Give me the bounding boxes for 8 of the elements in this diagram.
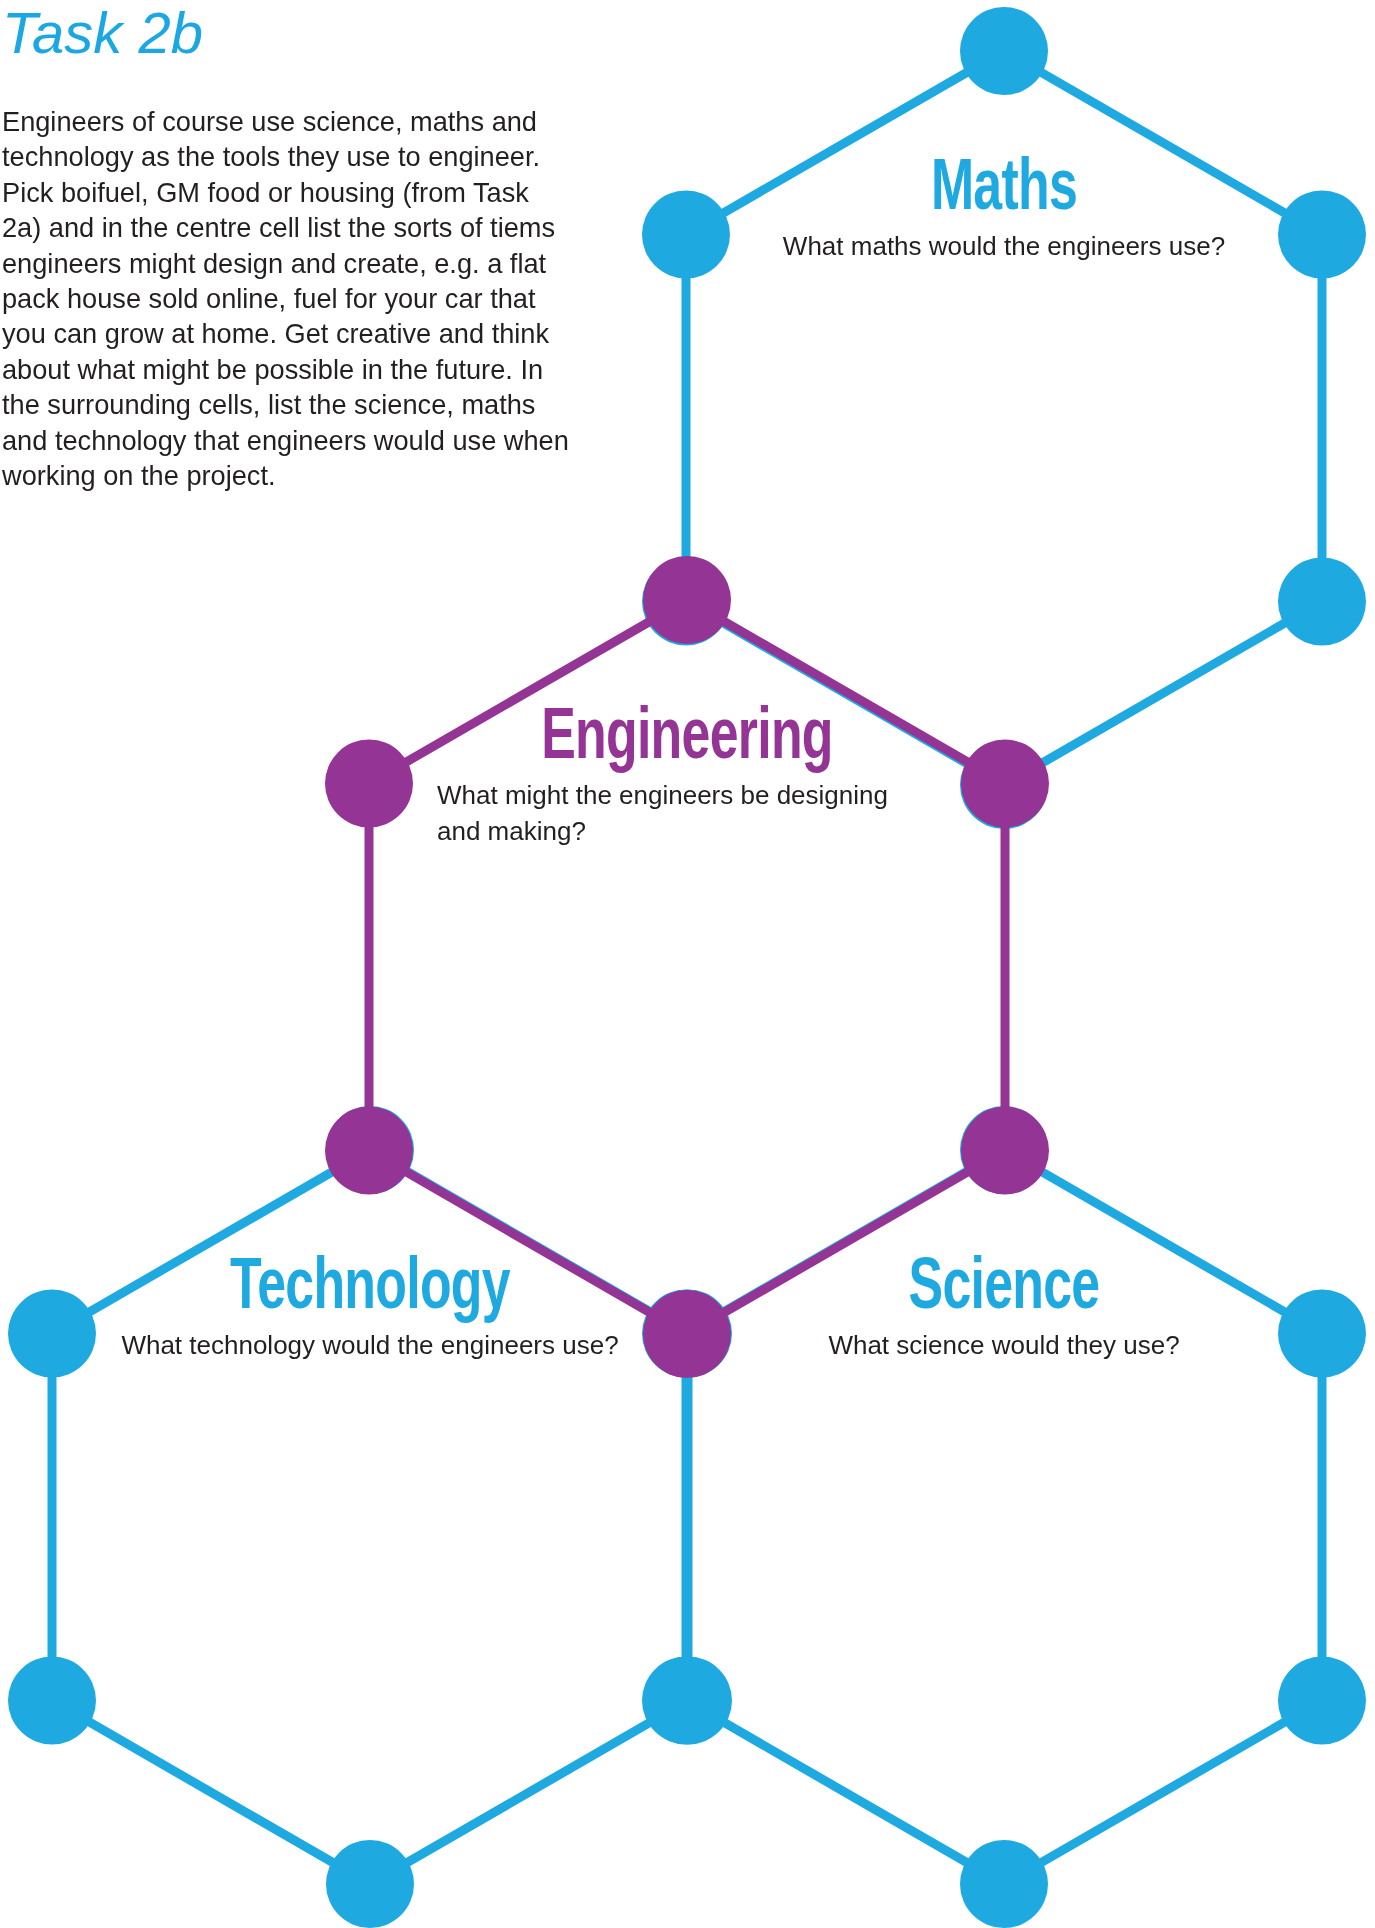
cell-question: What science would they use? [828, 1329, 1180, 1362]
title: Task 2b [2, 0, 203, 66]
cell-heading: Maths [930, 147, 1078, 221]
cell-heading: Science [908, 1246, 1100, 1320]
cell-question: What maths would the engineers use? [782, 230, 1226, 263]
instructions-text: Engineers of course use science, maths and technology as the tools they use to engineer. Pick boifuel, GM food or housing (from Task 2a) and in the centre cell list the sorts of tiems engineers might design and create, e.g. a flat pack house sold online, fuel for your car that you can grow at home. Get creative and think about what might be possible in the future. In the surrounding cells, list the science, maths and technology that engineers would use when working on the project. [2, 105, 570, 494]
cell-question: What might the engineers be designing and making? [437, 779, 889, 848]
cell-question: What technology would the engineers use? [121, 1329, 619, 1362]
